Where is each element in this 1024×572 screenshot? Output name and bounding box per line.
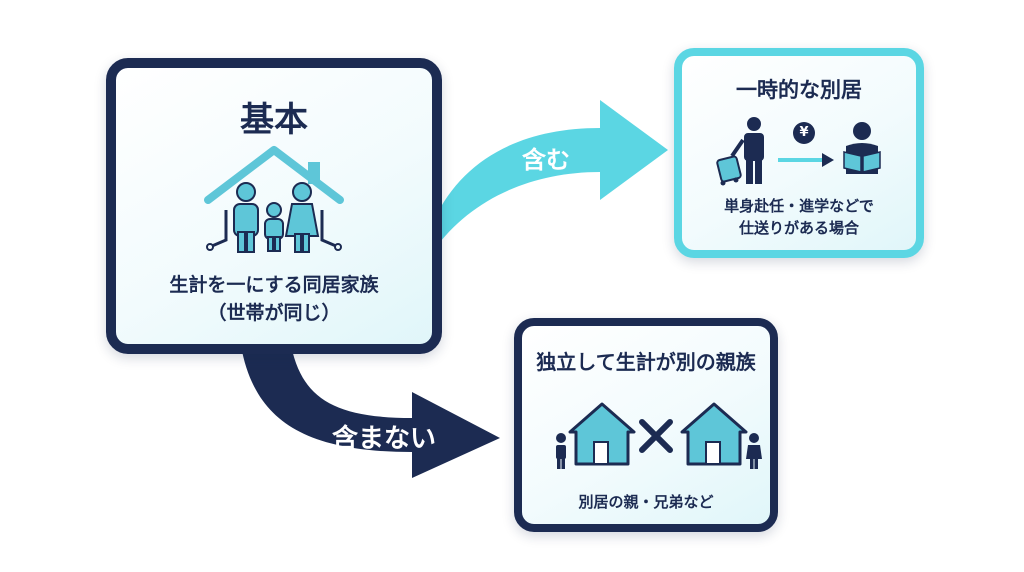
house-right-icon — [680, 402, 762, 469]
temporary-line1: 単身赴任・進学などで — [724, 197, 874, 215]
house-left-icon — [556, 402, 636, 469]
traveler-icon — [716, 117, 764, 186]
yen-symbol: ¥ — [799, 125, 809, 140]
basic-card: 基本 生計を一にする同居家族 （世帯が同じ） — [106, 58, 442, 354]
temporary-line2: 仕送りがある場合 — [738, 218, 859, 237]
independent-card: 独立して生計が別の親族 別居の親・兄弟など — [514, 318, 778, 532]
include-arrow-shape — [434, 100, 668, 250]
remittance-arrow-icon — [778, 153, 834, 167]
separation-cross-icon — [639, 419, 673, 453]
basic-line1: 生計を一にする同居家族 — [169, 274, 379, 296]
independent-caption: 別居の親・兄弟など — [578, 493, 714, 511]
yen-coin-icon: ¥ — [793, 122, 815, 144]
include-label: 含む — [522, 146, 570, 174]
temporary-description: 単身赴任・進学などで 仕送りがある場合 — [682, 196, 916, 240]
basic-description: 生計を一にする同居家族 （世帯が同じ） — [116, 272, 432, 327]
temporary-title: 一時的な別居 — [736, 78, 862, 102]
family-house-icon — [204, 146, 344, 253]
basic-title: 基本 — [240, 100, 308, 140]
basic-line2: （世帯が同じ） — [207, 301, 341, 324]
exclude-label: 含まない — [332, 424, 437, 454]
independent-title: 独立して生計が別の親族 — [536, 350, 756, 374]
student-reading-icon — [843, 122, 881, 174]
temporary-card: 一時的な別居 ¥ 単身赴任・進学などで 仕送りがある場合 — [674, 48, 924, 258]
exclude-arrow-shape — [240, 340, 500, 478]
